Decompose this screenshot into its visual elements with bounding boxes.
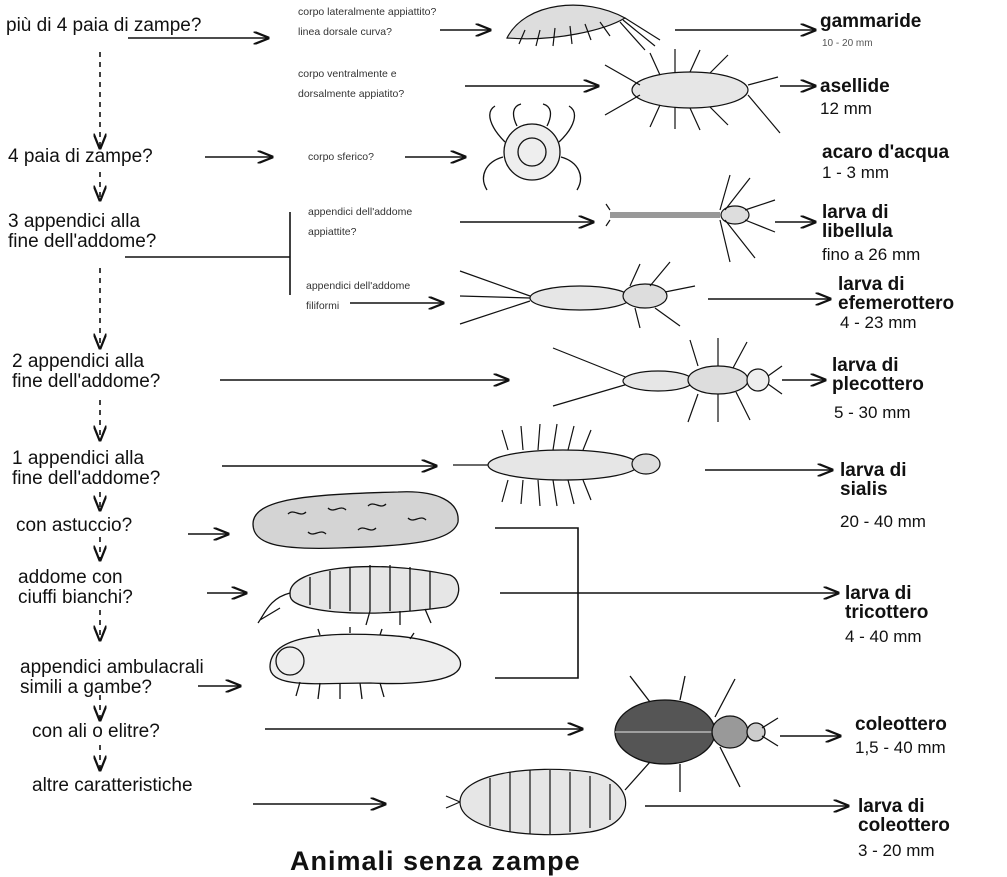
asellide-illustration: [600, 45, 785, 135]
question-3-appendices: 3 appendici alla fine dell'addome?: [8, 212, 156, 252]
acaro-illustration: [475, 102, 590, 197]
subquestion-filiform-appendices: appendici dell'addome filiformi: [306, 276, 410, 316]
result-larva-coleottero: larva di coleottero: [858, 797, 950, 835]
question-4-pairs-legs: 4 paia di zampe?: [8, 147, 153, 167]
appendici-larva-illustration: [260, 627, 470, 707]
result-coleottero: coleottero: [855, 715, 947, 734]
result-larva-coleottero-size: 3 - 20 mm: [858, 841, 935, 860]
bottom-section-title: Animali senza zampe: [290, 846, 581, 877]
result-efemerottero: larva di efemerottero: [838, 275, 954, 313]
question-white-tufts: addome con ciuffi bianchi?: [18, 568, 133, 608]
result-gammaride: gammaride: [820, 12, 921, 31]
result-acaro: acaro d'acqua: [822, 143, 949, 162]
larva-coleottero-illustration: [440, 762, 640, 842]
question-with-case: con astuccio?: [16, 516, 132, 536]
result-plecottero: larva di plecottero: [832, 356, 924, 394]
subquestion-spherical-body: corpo sferico?: [308, 147, 374, 167]
efemerottero-illustration: [455, 256, 700, 331]
result-libellula-size: fino a 26 mm: [822, 245, 920, 264]
question-leg-like-appendices: appendici ambulacrali simili a gambe?: [20, 658, 204, 698]
question-wings-elytra: con ali o elitre?: [32, 722, 160, 742]
question-1-appendix: 1 appendici alla fine dell'addome?: [12, 449, 160, 489]
result-acaro-size: 1 - 3 mm: [822, 163, 889, 182]
question-other-features: altre caratteristiche: [32, 776, 193, 796]
question-more-than-4-pairs-legs: più di 4 paia di zampe?: [6, 16, 201, 36]
result-tricottero-size: 4 - 40 mm: [845, 627, 922, 646]
result-sialis: larva di sialis: [840, 461, 907, 499]
result-coleottero-size: 1,5 - 40 mm: [855, 738, 946, 757]
result-libellula: larva di libellula: [822, 203, 893, 241]
tricottero-larva-illustration: [250, 553, 470, 633]
result-asellide-size: 12 mm: [820, 99, 872, 118]
result-tricottero: larva di tricottero: [845, 584, 928, 622]
result-efemerottero-size: 4 - 23 mm: [840, 313, 917, 332]
sialis-illustration: [448, 420, 668, 510]
result-sialis-size: 20 - 40 mm: [840, 512, 926, 531]
plecottero-illustration: [548, 336, 783, 426]
subquestion-flattened-appendices: appendici dell'addome appiattite?: [308, 202, 412, 242]
result-asellide: asellide: [820, 77, 890, 96]
tricottero-case-illustration: [248, 484, 473, 554]
subquestion-dorsoventrally-flattened: corpo ventralmente e dorsalmente appiati…: [298, 64, 404, 104]
result-gammaride-size: 10 - 20 mm: [822, 38, 873, 50]
subquestion-laterally-flattened: corpo lateralmente appiattito? linea dor…: [298, 2, 436, 42]
libellula-illustration: [605, 170, 780, 270]
question-2-appendices: 2 appendici alla fine dell'addome?: [12, 352, 160, 392]
result-plecottero-size: 5 - 30 mm: [834, 403, 911, 422]
